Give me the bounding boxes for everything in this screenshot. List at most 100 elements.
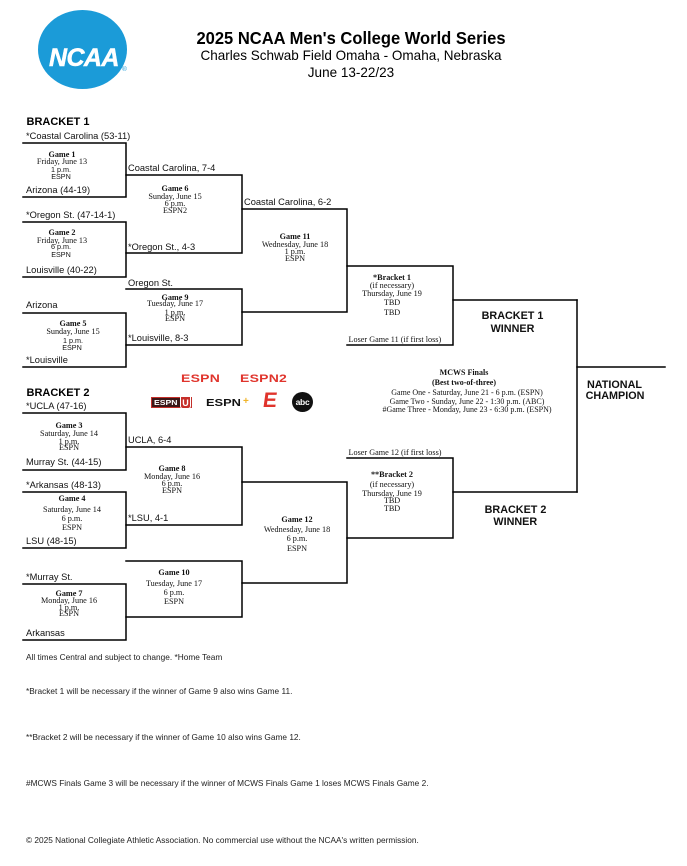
copyright-notice: © 2025 National Collegiate Athletic Asso… [26, 835, 419, 846]
game-9-bracket-line [125, 288, 243, 346]
game-1-time: 1 p.m. [51, 165, 71, 174]
espn-e-logo: E [261, 389, 279, 412]
game-4-top-team: *Arkansas (48-13) [26, 480, 101, 491]
footnote-finals-game-3: #MCWS Finals Game 3 will be necessary if… [26, 778, 429, 789]
game-5-day: Sunday, June 15 [46, 327, 100, 336]
game-7-day: Monday, June 16 [40, 595, 98, 605]
game-8-top-team: UCLA, 6-4 [128, 435, 172, 446]
game-3-top-team: *UCLA (47-16) [26, 401, 87, 412]
game-11-day: Wednesday, June 18 [261, 239, 329, 249]
game-12-bracket-line [241, 481, 348, 584]
ncaa-logo-text: NCAA [49, 43, 120, 72]
game-1-day: Friday, June 13 [36, 156, 88, 166]
bracket-1-final-bracket-line [346, 265, 454, 346]
game-6-title: Game 6 [161, 184, 189, 193]
game-7-time: 1 p.m. [58, 602, 80, 612]
game-2-bottom-team: Louisville (40-22) [26, 264, 97, 275]
game-1-network: ESPN [51, 172, 71, 181]
game-2-title: Game 2 [48, 227, 76, 237]
game-6-time: 6 p.m. [164, 199, 186, 208]
game-12-time: 6 p.m. [286, 534, 308, 543]
game-2-time: 6 p.m. [51, 242, 71, 251]
bracket-1-heading: BRACKET 1 [26, 116, 90, 129]
game-10-day: Tuesday, June 17 [145, 578, 203, 588]
game-5-bracket-line [22, 312, 127, 368]
game-8-bottom-team: *LSU, 4-1 [128, 512, 169, 523]
game-3-network: ESPN [58, 443, 80, 452]
finals-format: (Best two-of-three) [431, 378, 497, 387]
bracket-1-final-time: TBD [383, 298, 401, 307]
espnu-logo: ESPN U [151, 396, 192, 409]
bracket-1-final-day: Thursday, June 19 [362, 289, 422, 298]
game-5-bottom-team: *Louisville [26, 355, 68, 366]
bracket-2-final-network: TBD [383, 503, 401, 513]
game-6-bottom-team: *Oregon St., 4-3 [128, 241, 196, 252]
game-4-title: Game 4 [58, 494, 86, 503]
espnu-logo-badge: U [180, 396, 191, 409]
game-1-top-team: *Coastal Carolina (53-11) [26, 131, 131, 142]
game-4-network: ESPN [61, 523, 83, 532]
game-4-time: 6 p.m. [61, 514, 83, 523]
game-6-network: ESPN2 [162, 205, 188, 215]
game-7-bracket-line [22, 583, 127, 641]
footnote-bracket-1: *Bracket 1 will be necessary if the winn… [26, 685, 293, 696]
finals-title: MCWS Finals [439, 367, 489, 377]
bracket-2-final-title: **Bracket 2 [370, 470, 414, 479]
registered-mark-icon: ® [122, 66, 127, 73]
espn-plus-logo: ESPN + [206, 396, 252, 409]
game-1-title: Game 1 [48, 149, 76, 159]
finals-game-three: #Game Three - Monday, June 23 - 6:30 p.m… [382, 405, 552, 414]
game-5-network: ESPN [62, 342, 82, 352]
game-3-time: 1 p.m. [58, 436, 80, 446]
game-11-time: 1 p.m. [284, 247, 306, 256]
finals-game-two: Game Two - Sunday, June 22 - 1:30 p.m. (… [389, 396, 545, 406]
game-10-time: 6 p.m. [163, 587, 185, 597]
game-2-top-team: *Oregon St. (47-14-1) [26, 209, 116, 220]
abc-logo-text: abc [295, 397, 310, 407]
game-8-day: Monday, June 16 [143, 472, 201, 481]
game-11-bracket-line [241, 208, 348, 313]
bracket-2-winner-line-1: BRACKET 2 [484, 504, 547, 517]
game-2-bracket-line [22, 221, 127, 278]
abc-logo: abc [292, 392, 313, 412]
game-9-network: ESPN [164, 314, 186, 323]
game-2-day: Friday, June 13 [36, 235, 88, 245]
game-6-day: Sunday, June 15 [148, 192, 202, 201]
bracket-2-final-bracket-line [346, 457, 454, 539]
game-9-bottom-team: *Louisville, 8-3 [128, 333, 189, 344]
game-3-day: Saturday, June 14 [40, 428, 98, 438]
game-3-bracket-line [22, 412, 127, 471]
game-9-top-team: Oregon St. [128, 277, 173, 288]
game-9-time: 1 p.m. [164, 307, 186, 317]
game-5-title: Game 5 [59, 319, 87, 328]
game-3-title: Game 3 [55, 421, 83, 430]
game-6-top-team: Coastal Carolina, 7-4 [128, 163, 216, 174]
finals-game-one: Game One - Saturday, June 21 - 6 p.m. (E… [391, 388, 543, 397]
venue-subtitle: Charles Schwab Field Omaha - Omaha, Nebr… [200, 47, 502, 64]
game-10-title: Game 10 [158, 568, 190, 577]
national-champion-line-2: CHAMPION [585, 390, 645, 403]
game-12-title: Game 12 [281, 515, 313, 524]
game-1-bottom-team: Arizona (44-19) [26, 185, 91, 196]
espn-plus-logo-text: ESPN [206, 397, 241, 409]
espn-plus-logo-badge: + [243, 396, 249, 407]
game-5-time: 1 p.m. [63, 335, 83, 345]
game-9-title: Game 9 [161, 292, 189, 302]
game-10-network: ESPN [163, 597, 185, 606]
date-range: June 13-22/23 [307, 64, 395, 81]
page-title: 2025 NCAA Men's College World Series [196, 27, 506, 48]
footnote-times: All times Central and subject to change.… [26, 652, 223, 663]
game-7-top-team: *Murray St. [26, 572, 73, 583]
game-11-network: ESPN [284, 254, 306, 263]
game-11-title: Game 11 [279, 232, 311, 241]
bracket-2-winner-line-2: WINNER [493, 516, 538, 529]
game-7-bottom-team: Arkansas [26, 627, 65, 638]
game-3-bottom-team: Murray St. (44-15) [26, 457, 102, 468]
game-8-time: 6 p.m. [161, 479, 183, 488]
bracket-1-winner-line-1: BRACKET 1 [481, 310, 544, 323]
game-1-bracket-line [22, 142, 127, 198]
bracket-1-winner-line-2: WINNER [490, 322, 535, 335]
espn-logo: ESPN [181, 373, 221, 385]
bracket-1-final-note: (if necessary) [369, 281, 415, 290]
